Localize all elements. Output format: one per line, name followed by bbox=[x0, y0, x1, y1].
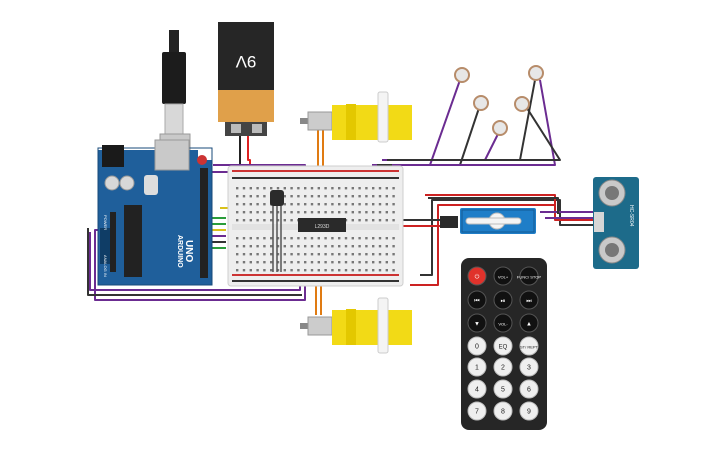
remote-two-label: 2 bbox=[501, 365, 505, 372]
remote-vol-plus-button[interactable]: VOL+ bbox=[493, 266, 513, 286]
remote-four-label: 4 bbox=[475, 387, 479, 394]
ultrasonic-label: HC-SR04 bbox=[628, 205, 634, 227]
servo-motor-icon[interactable] bbox=[440, 208, 536, 234]
arduino-model: UNO bbox=[183, 240, 194, 262]
ultrasonic-sensor-icon[interactable]: HC-SR04 bbox=[593, 177, 639, 269]
remote-nine-label: 9 bbox=[527, 409, 531, 416]
remote-fast-forward-button[interactable]: ⏭ bbox=[519, 290, 539, 310]
remote-zero-button[interactable]: 0 bbox=[467, 336, 487, 356]
remote-st-rept-button[interactable]: ST/ REPT bbox=[519, 336, 539, 356]
remote-eight-label: 8 bbox=[501, 409, 505, 416]
arduino-brand: ARDUINO bbox=[176, 235, 183, 268]
remote-vol-plus-label: VOL+ bbox=[498, 275, 509, 280]
remote-up-label: ▲ bbox=[526, 322, 532, 328]
battery-label: 9V bbox=[235, 52, 256, 71]
analog-header-label: ANALOG IN bbox=[103, 255, 108, 277]
remote-one-button[interactable]: 1 bbox=[467, 357, 487, 377]
remote-five-button[interactable]: 5 bbox=[493, 379, 513, 399]
remote-button-grid: ⏻ VOL+ FUNC/ STOP ⏮ ⏯ ⏭ ▼ VOL- ▲ 0 EQ ST/ REPT 1 2 3 4 5… bbox=[467, 266, 541, 421]
remote-power-button[interactable]: ⏻ bbox=[467, 266, 487, 286]
remote-func-stop-label: FUNC/ STOP bbox=[517, 275, 541, 280]
remote-func-stop-button[interactable]: FUNC/ STOP bbox=[517, 266, 541, 286]
arduino-board-icon[interactable]: ARDUINO UNO POWER ANALOG IN bbox=[97, 139, 213, 286]
remote-six-label: 6 bbox=[527, 387, 531, 394]
remote-power-label: ⏻ bbox=[475, 274, 480, 281]
breadboard-holes bbox=[236, 187, 395, 272]
remote-rewind-label: ⏮ bbox=[474, 299, 480, 305]
remote-vol-minus-button[interactable]: VOL- bbox=[493, 313, 513, 333]
power-header-label: POWER bbox=[103, 215, 108, 230]
motor-driver-chip[interactable]: L293D bbox=[298, 218, 346, 232]
remote-three-label: 3 bbox=[527, 365, 531, 372]
remote-down-button[interactable]: ▼ bbox=[467, 313, 487, 333]
remote-five-label: 5 bbox=[501, 387, 505, 394]
remote-vol-minus-label: VOL- bbox=[498, 322, 508, 327]
ir-remote[interactable]: ⏻ VOL+ FUNC/ STOP ⏮ ⏯ ⏭ ▼ VOL- ▲ 0 EQ ST/ REPT 1 2 3 4 5… bbox=[461, 258, 547, 430]
remote-down-label: ▼ bbox=[474, 322, 480, 328]
remote-nine-button[interactable]: 9 bbox=[519, 401, 539, 421]
remote-seven-button[interactable]: 7 bbox=[467, 401, 487, 421]
driver-chip-label: L293D bbox=[315, 224, 330, 230]
remote-one-label: 1 bbox=[475, 365, 479, 372]
dc-motor-bottom-icon[interactable] bbox=[300, 297, 412, 354]
remote-st-rept-label: ST/ REPT bbox=[520, 345, 539, 350]
remote-play-pause-label: ⏯ bbox=[501, 299, 506, 305]
remote-rewind-button[interactable]: ⏮ bbox=[467, 290, 487, 310]
remote-play-pause-button[interactable]: ⏯ bbox=[493, 290, 513, 310]
remote-up-button[interactable]: ▲ bbox=[519, 313, 539, 333]
battery-9v-icon[interactable]: 9V bbox=[218, 22, 274, 136]
remote-eq-label: EQ bbox=[499, 345, 508, 351]
photoresistor-icon[interactable] bbox=[454, 65, 544, 136]
dc-motor-top-icon[interactable] bbox=[300, 91, 412, 143]
remote-two-button[interactable]: 2 bbox=[493, 357, 513, 377]
remote-eight-button[interactable]: 8 bbox=[493, 401, 513, 421]
remote-four-button[interactable]: 4 bbox=[467, 379, 487, 399]
remote-six-button[interactable]: 6 bbox=[519, 379, 539, 399]
remote-seven-label: 7 bbox=[475, 409, 479, 416]
remote-three-button[interactable]: 3 bbox=[519, 357, 539, 377]
remote-eq-button[interactable]: EQ bbox=[493, 336, 513, 356]
remote-fast-forward-label: ⏭ bbox=[526, 299, 532, 305]
ir-receiver-icon[interactable] bbox=[270, 190, 284, 272]
remote-zero-label: 0 bbox=[475, 344, 479, 351]
